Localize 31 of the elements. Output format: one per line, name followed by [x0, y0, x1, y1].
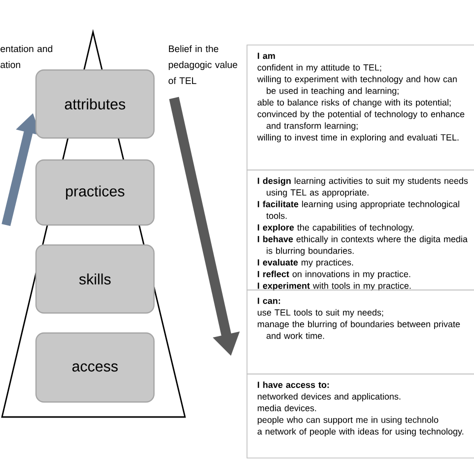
table-row	[246, 374, 474, 458]
list-item: I reflect on innovations in my practice.	[258, 270, 410, 279]
list-item: I experiment with tools in my practice.	[258, 282, 411, 291]
list-item: I design learning activities to suit my students needs using TEL as appropriate.	[258, 177, 468, 198]
list-item: media devices.	[258, 404, 316, 412]
level-box: skills	[35, 244, 155, 314]
level-box: practices	[35, 159, 155, 226]
list-item: confident in my attitude to TEL;	[258, 64, 382, 72]
list-item: people who can support me in using technolo	[258, 416, 438, 425]
row-heading: I have access to:	[258, 381, 329, 388]
list-item: able to balance risks of change with its potential;	[258, 99, 451, 108]
list-item: I explore the capabilities of technology.	[258, 224, 414, 232]
level-box: attributes	[35, 69, 155, 139]
level-box: access	[35, 332, 155, 403]
table-row	[246, 44, 474, 170]
list-item: I behave ethically in contexts where the digita media is blurring boundaries.	[258, 236, 468, 256]
list-item: willing to invest time in exploring and evaluati TEL.	[257, 134, 458, 142]
list-item: manage the blurring of boundaries between private and work time.	[258, 320, 460, 339]
list-item: I facilitate learning using appropriate technological tools.	[258, 200, 460, 219]
list-item: willing to experiment with technology and how can be used in teaching and learning;	[257, 76, 457, 96]
list-item: use TEL tools to suit my needs;	[258, 309, 384, 318]
list-item: I evaluate my practices.	[258, 259, 353, 268]
row-heading: I can:	[258, 298, 280, 304]
side-label: entation and ation	[0, 45, 52, 68]
list-item: convinced by the potential of technology to enhance and transform learning;	[258, 110, 464, 131]
row-heading: I am	[258, 52, 275, 59]
table-row	[246, 290, 474, 374]
table-row	[246, 170, 474, 291]
side-label: Belief in the pedagogic value of TEL	[168, 45, 238, 84]
list-item: a network of people with ideas for using technology.	[258, 428, 464, 436]
list-item: networked devices and applications.	[258, 393, 400, 402]
